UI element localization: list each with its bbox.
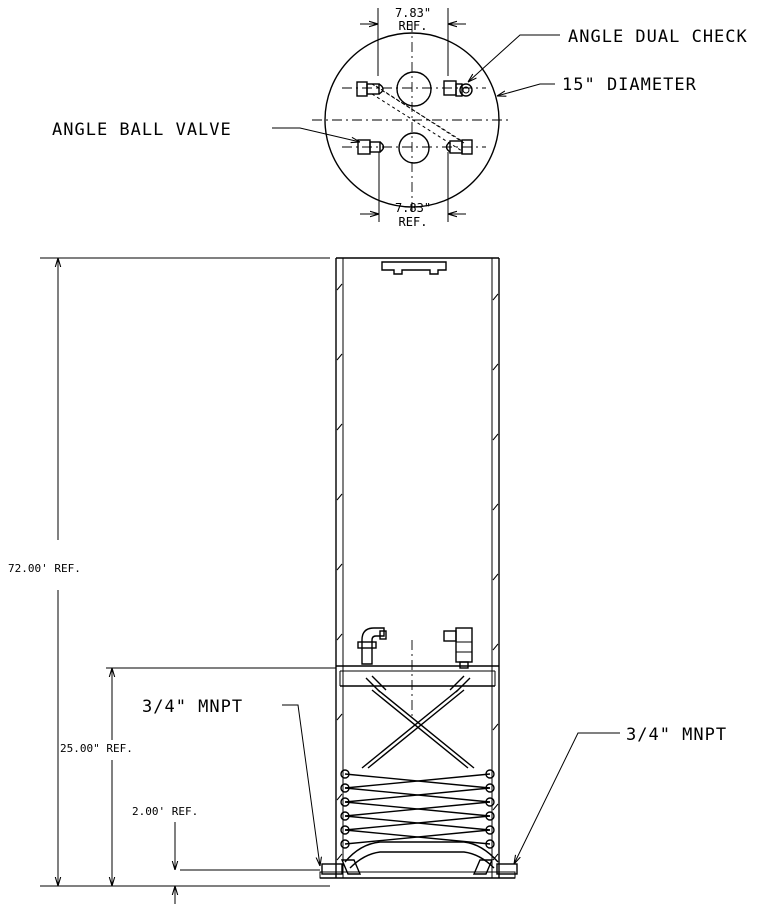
diameter-label: 15" DIAMETER	[562, 75, 697, 95]
coil-assembly	[340, 769, 495, 849]
bottom-ref-unit: REF.	[399, 215, 428, 229]
lid-handle	[381, 261, 447, 275]
overall-height-label: 72.00' REF.	[8, 562, 81, 575]
angle-dual-check-leader	[468, 34, 560, 82]
angle-dual-check-fitting	[443, 80, 473, 97]
angle-ball-valve-fitting	[357, 139, 385, 155]
plan-opening-upper	[396, 71, 432, 107]
angle-ball-valve-label: ANGLE BALL VALVE	[52, 120, 232, 140]
base-height-label: 2.00' REF.	[132, 805, 198, 818]
plan-view: 7.83" REF. 7.83" REF. ANGLE DUAL CHECK 1…	[52, 6, 748, 229]
mnpt-right-leader	[514, 732, 620, 864]
bottom-piping	[319, 841, 518, 879]
wall-hatching	[336, 283, 499, 861]
angle-dual-check-label: ANGLE DUAL CHECK	[568, 27, 748, 47]
plan-opening-lower	[398, 132, 430, 164]
mnpt-right-label: 3/4" MNPT	[626, 725, 727, 745]
top-ref-unit: REF.	[399, 19, 428, 33]
angle-ball-valve-leader	[272, 127, 360, 142]
mnpt-left-leader	[282, 704, 320, 866]
plan-fitting-bottom-right	[445, 139, 473, 155]
plan-fitting-top-left	[356, 81, 384, 97]
bottom-ref-value: 7.83"	[395, 201, 431, 215]
diameter-leader	[497, 83, 555, 96]
left-angle-valve	[357, 627, 387, 665]
right-dual-check	[443, 627, 473, 669]
top-ref-value: 7.83"	[395, 6, 431, 20]
mid-height-label: 25.00" REF.	[60, 742, 133, 755]
crossed-pipes	[361, 675, 475, 769]
mnpt-left-label: 3/4" MNPT	[142, 697, 243, 717]
elevation-view: 3/4" MNPT 3/4" MNPT 72.00' REF. 25.00" R…	[8, 257, 727, 904]
